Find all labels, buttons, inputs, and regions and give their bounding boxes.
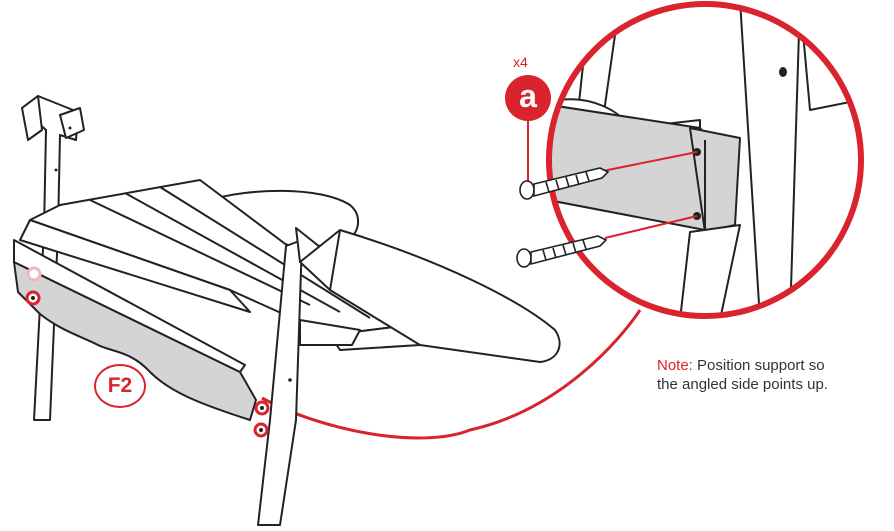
magnified-detail-circle [546, 1, 864, 319]
screw-icon [516, 235, 608, 268]
screw-icon [519, 167, 610, 200]
quantity-label: x4 [513, 54, 528, 70]
right-front-leg [257, 227, 561, 526]
note-prefix: Note: [657, 357, 693, 374]
screw-guide-line [597, 151, 698, 173]
panel-label-f2: F2 [94, 364, 146, 408]
hardware-part-badge: a [505, 75, 551, 121]
front-support-f2 [13, 239, 257, 421]
note-text-1: Position support so [697, 357, 825, 374]
note-line-1: Note: Position support so [657, 356, 828, 375]
note-line-2: the angled side points up. [657, 376, 828, 393]
assembly-note: Note: Position support so the angled sid… [657, 356, 828, 394]
detail-connector-line [261, 309, 642, 440]
screw-guide-line [604, 215, 698, 239]
